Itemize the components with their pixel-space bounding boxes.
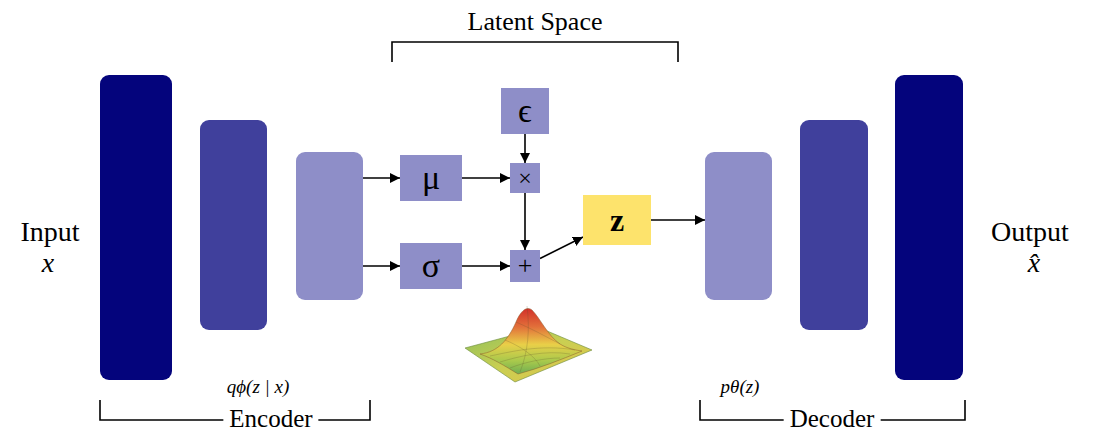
node-text: z [610, 204, 624, 236]
gaussian-illustration [465, 306, 592, 382]
arrow-connector [524, 134, 526, 163]
bracket [392, 42, 678, 62]
input-label: Input [20, 217, 79, 248]
node-text: × [518, 166, 532, 190]
output-label: Output [991, 217, 1069, 248]
output-symbol: x̂ [1028, 248, 1040, 279]
arrow-line [363, 177, 400, 179]
node-text: μ [422, 161, 440, 195]
noise-box: ϵ [501, 88, 549, 134]
arrow-line [363, 265, 400, 267]
std-box: σ [400, 243, 462, 289]
encoder-label: Encoder [223, 405, 318, 433]
mean-box: μ [400, 155, 462, 201]
input-symbol: x [42, 248, 54, 279]
add-box: + [510, 250, 540, 282]
arrow-connector [524, 193, 526, 250]
encoder-distribution: qϕ(z | x) [227, 377, 290, 398]
encoder-layer [296, 152, 363, 300]
multiply-box: × [510, 163, 540, 193]
node-text: + [518, 253, 533, 279]
latent-vector-box: z [583, 195, 651, 245]
decoder-layer [800, 120, 868, 330]
node-text: ϵ [518, 94, 532, 128]
encoder-layer [200, 120, 267, 330]
decoder-label: Decoder [784, 405, 881, 433]
gaussian-grid [490, 306, 575, 372]
gaussian-bell [480, 309, 582, 375]
arrow-connector [462, 265, 510, 267]
decoder-layer [705, 152, 772, 300]
encoder-layer [100, 75, 172, 380]
decoder-distribution: pθ(z) [721, 377, 760, 398]
node-text: σ [422, 249, 440, 283]
arrow-connector [540, 237, 583, 259]
decoder-layer [895, 75, 963, 380]
arrow-line [651, 219, 705, 221]
arrow-connector [462, 177, 510, 179]
section-title: Latent Space [468, 8, 603, 37]
